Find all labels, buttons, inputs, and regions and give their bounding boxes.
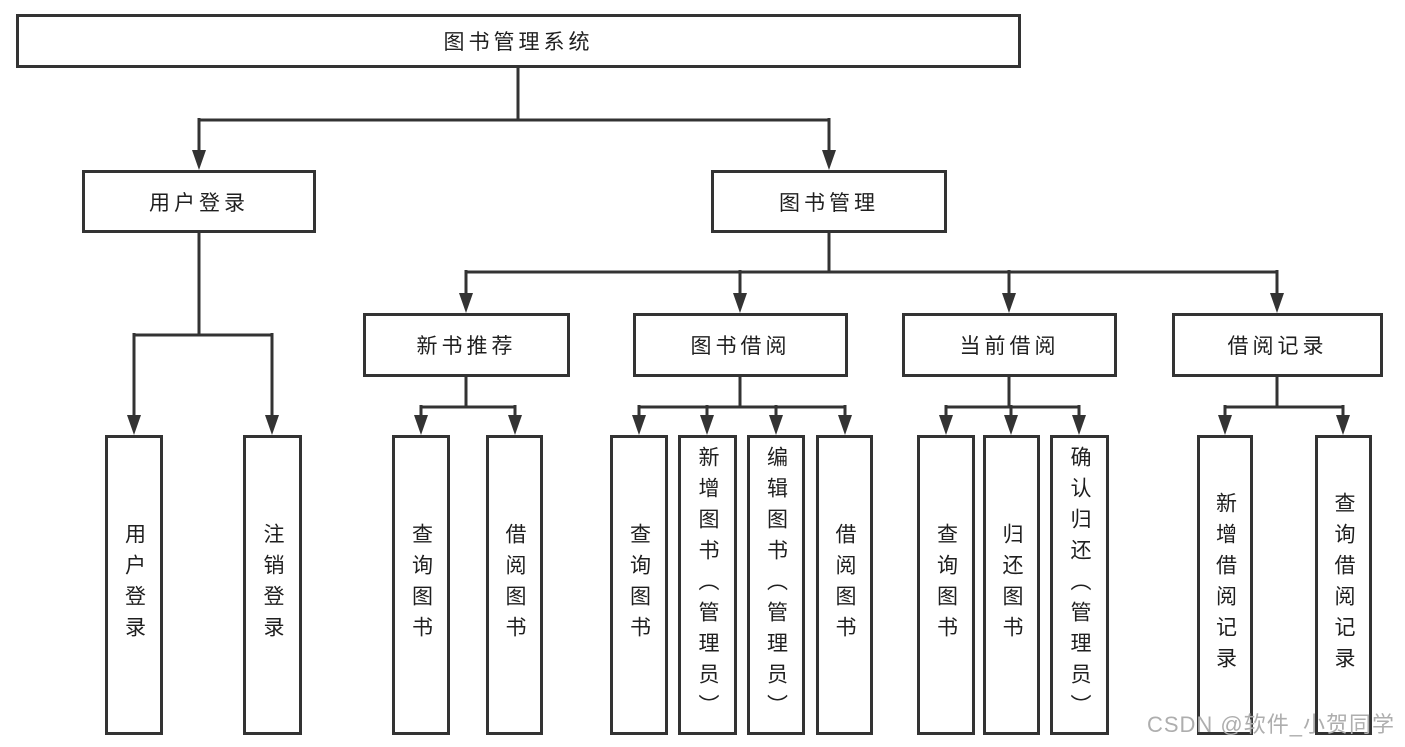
leaf-add-book-admin: 新增图书（管理员）: [678, 435, 737, 735]
csdn-watermark: CSDN @软件_小贺同学: [1146, 712, 1395, 737]
leaf-add-borrow-record: 新增借阅记录: [1197, 435, 1253, 735]
leaf-edit-book-admin: 编辑图书（管理员）: [747, 435, 805, 735]
leaf-user-login: 用户登录: [105, 435, 163, 735]
leaf-return-book: 归还图书: [983, 435, 1040, 735]
leaf-logout: 注销登录: [243, 435, 302, 735]
leaf-query-book-current: 查询图书: [917, 435, 975, 735]
node-new-book-recommend: 新书推荐: [363, 313, 570, 377]
connector-book-mgmt-branch: [459, 233, 1284, 313]
connector-root-to-level1: [192, 68, 836, 170]
leaf-borrow-book: 借阅图书: [816, 435, 873, 735]
leaf-query-borrow-record: 查询借阅记录: [1315, 435, 1372, 735]
node-current-borrow: 当前借阅: [902, 313, 1117, 377]
node-book-borrow: 图书借阅: [633, 313, 848, 377]
connector-book-borrow-branch: [632, 377, 852, 435]
node-root-system: 图书管理系统: [16, 14, 1021, 68]
connector-borrow-record-branch: [1218, 377, 1350, 435]
node-book-management: 图书管理: [711, 170, 947, 233]
leaf-confirm-return-admin: 确认归还（管理员）: [1050, 435, 1109, 735]
node-borrow-record: 借阅记录: [1172, 313, 1383, 377]
connector-user-login-branch: [127, 233, 279, 435]
connector-new-book-branch: [414, 377, 522, 435]
connector-current-borrow-branch: [939, 377, 1086, 435]
leaf-borrow-book-recommend: 借阅图书: [486, 435, 543, 735]
node-user-login: 用户登录: [82, 170, 316, 233]
leaf-query-book-recommend: 查询图书: [392, 435, 450, 735]
leaf-query-book-borrow: 查询图书: [610, 435, 668, 735]
